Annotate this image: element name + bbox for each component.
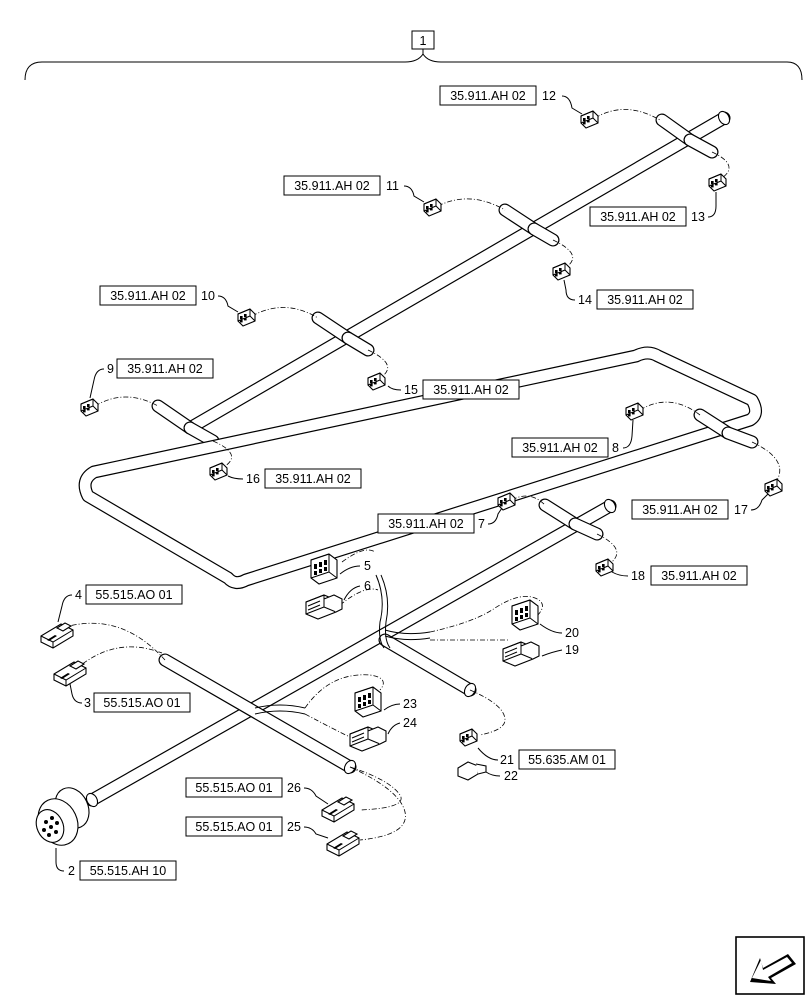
item-number: 2 xyxy=(68,864,75,878)
item-number: 7 xyxy=(478,517,485,531)
connector-icon xyxy=(237,308,256,327)
connector-icon xyxy=(423,198,442,217)
callout-18: 35.911.AH 02 18 xyxy=(611,565,748,586)
connector-icon xyxy=(502,641,540,667)
connector-icon xyxy=(53,660,87,687)
callout-12: 35.911.AH 02 12 xyxy=(439,85,583,115)
connector-icon xyxy=(459,728,478,747)
connector-icon xyxy=(708,173,727,192)
callout-11: 35.911.AH 02 11 xyxy=(283,175,425,203)
item-number: 9 xyxy=(107,362,114,376)
plain-item-numbers: 5 6 20 19 23 24 22 xyxy=(339,559,579,783)
ref-label: 35.911.AH 02 xyxy=(642,503,718,517)
ref-label: 35.911.AH 02 xyxy=(275,472,351,486)
item-number: 26 xyxy=(287,781,301,795)
assembly-bracket: 1 xyxy=(24,30,803,81)
item-number: 13 xyxy=(691,210,705,224)
connector-icon xyxy=(367,372,386,391)
callout-13: 35.911.AH 02 13 xyxy=(589,192,717,227)
ref-label: 55.515.AO 01 xyxy=(95,588,172,602)
item-number: 6 xyxy=(364,579,371,593)
connector-icon xyxy=(552,262,571,281)
ref-label: 35.911.AH 02 xyxy=(661,569,737,583)
ref-label: 35.911.AH 02 xyxy=(294,179,370,193)
connector-icon xyxy=(625,402,644,421)
connector-icon xyxy=(580,110,599,129)
ref-label: 35.911.AH 02 xyxy=(522,441,598,455)
ref-label: 35.911.AH 02 xyxy=(600,210,676,224)
ref-label: 35.911.AH 02 xyxy=(607,293,683,307)
connector-icon xyxy=(511,599,539,631)
item-number: 19 xyxy=(565,643,579,657)
connector-icon xyxy=(349,726,387,752)
item-number: 3 xyxy=(84,696,91,710)
ref-label: 35.911.AH 02 xyxy=(388,517,464,531)
ref-label: 35.911.AH 02 xyxy=(110,289,186,303)
callout-3: 55.515.AO 01 3 xyxy=(69,683,191,713)
item-number: 18 xyxy=(631,569,645,583)
connector-icon xyxy=(326,830,360,857)
item-number: 5 xyxy=(364,559,371,573)
item-number: 17 xyxy=(734,503,748,517)
connector-icon xyxy=(595,558,614,577)
previous-page-arrow-icon[interactable] xyxy=(735,936,805,995)
callout-15: 35.911.AH 02 15 xyxy=(387,379,520,400)
ref-label: 35.911.AH 02 xyxy=(450,89,526,103)
callout-10: 35.911.AH 02 10 xyxy=(99,285,239,313)
connector-icon xyxy=(40,622,74,649)
item-number: 16 xyxy=(246,472,260,486)
callout-21: 55.635.AM 01 21 xyxy=(477,747,616,770)
connector-icon xyxy=(310,553,338,585)
connectors xyxy=(35,110,783,857)
item-number: 10 xyxy=(201,289,215,303)
callout-17: 35.911.AH 02 17 xyxy=(631,493,769,520)
ref-label: 55.515.AO 01 xyxy=(195,820,272,834)
callout-14: 35.911.AH 02 14 xyxy=(563,279,694,310)
item-number: 22 xyxy=(504,769,518,783)
ref-label: 35.911.AH 02 xyxy=(127,362,203,376)
ref-label: 55.635.AM 01 xyxy=(528,753,606,767)
round-connector-icon xyxy=(35,787,90,846)
connector-icon xyxy=(305,594,343,620)
harness-tubes xyxy=(78,110,762,808)
ref-label: 55.515.AO 01 xyxy=(103,696,180,710)
callout-9: 35.911.AH 02 9 xyxy=(89,358,214,399)
item-number: 23 xyxy=(403,697,417,711)
item-number: 12 xyxy=(542,89,556,103)
item-number: 20 xyxy=(565,626,579,640)
clip-icon xyxy=(457,761,487,781)
ref-label: 35.911.AH 02 xyxy=(433,383,509,397)
item-number: 25 xyxy=(287,820,301,834)
assembly-number: 1 xyxy=(420,34,427,48)
connector-icon xyxy=(321,796,355,823)
item-number: 15 xyxy=(404,383,418,397)
callout-7: 35.911.AH 02 7 xyxy=(377,507,503,534)
item-number: 11 xyxy=(386,179,399,193)
item-number: 8 xyxy=(612,441,619,455)
ref-label: 55.515.AO 01 xyxy=(195,781,272,795)
callout-2: 55.515.AH 10 2 xyxy=(55,848,177,881)
callout-25: 55.515.AO 01 25 xyxy=(185,816,329,839)
connector-icon xyxy=(354,686,382,718)
callout-4: 55.515.AO 01 4 xyxy=(57,584,183,623)
connector-icon xyxy=(764,478,783,497)
callout-16: 35.911.AH 02 16 xyxy=(227,468,362,489)
item-number: 24 xyxy=(403,716,417,730)
dashed-wires xyxy=(61,109,781,841)
callout-8: 35.911.AH 02 8 xyxy=(511,419,634,458)
ref-label: 55.515.AH 10 xyxy=(90,864,166,878)
callout-26: 55.515.AO 01 26 xyxy=(185,777,329,805)
connector-icon xyxy=(80,398,99,417)
item-number: 14 xyxy=(578,293,592,307)
item-number: 21 xyxy=(500,753,514,767)
connector-icon xyxy=(209,462,228,481)
item-number: 4 xyxy=(75,588,82,602)
